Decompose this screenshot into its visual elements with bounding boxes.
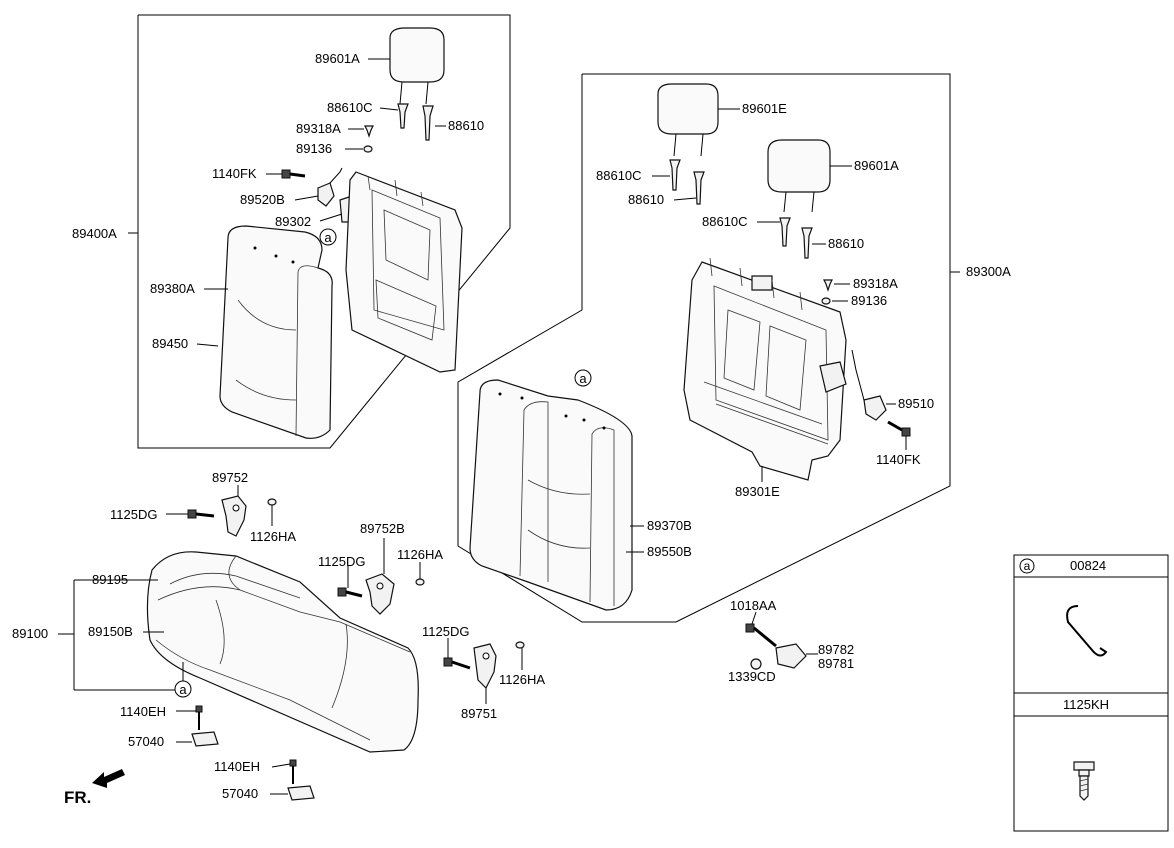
label-89150b: 89150B [88,624,133,639]
label-1126ha-2: 1126HA [397,547,443,562]
guide-88610c-r1[interactable] [669,159,681,191]
label-57040-2: 57040 [222,786,258,801]
bolt-1125dg-1[interactable] [187,509,215,519]
frame-89301e[interactable] [683,257,847,481]
bolt-1125dg-2[interactable] [337,587,363,598]
label-1125dg-1: 1125DG [110,507,157,522]
latch-89520b[interactable] [317,167,343,207]
cushion-89380a[interactable] [219,225,333,439]
callout-a-left: a [324,230,332,245]
bolt-1140eh-1[interactable] [195,705,203,730]
hook-clip-icon [1066,605,1108,657]
label-89318a-left: 89318A [296,121,341,136]
label-89752b: 89752B [360,521,405,536]
label-88610-r1: 88610 [628,192,664,207]
hinge-89752b[interactable] [365,573,395,615]
label-89301e: 89301E [735,484,780,499]
legend-code-bottom: 1125KH [1063,697,1109,712]
label-89300a: 89300A [966,264,1011,279]
front-direction-indicator: FR. [64,769,125,807]
bolt-1125dg-3[interactable] [443,657,471,670]
callout-a-seat: a [179,682,187,697]
bolt-1140fk-left[interactable] [281,169,306,179]
headrest-89601e[interactable] [657,83,719,157]
label-89550b: 89550B [647,544,692,559]
clip-89136-left[interactable] [363,145,373,153]
label-1126ha-3: 1126HA [499,672,545,687]
legend-code-top: 00824 [1070,558,1106,573]
nut-1126ha-3[interactable] [515,641,525,649]
label-89380a: 89380A [150,281,195,296]
label-89136-left: 89136 [296,141,332,156]
legend-marker: a [1024,559,1031,573]
label-89510: 89510 [898,396,934,411]
front-arrow-icon [92,769,125,788]
label-89601a-right: 89601A [854,158,899,173]
headrest-89601a-right[interactable] [767,139,831,213]
seat-cushion-89150b[interactable] [146,551,419,753]
bolt-1140fk-right[interactable] [887,420,911,437]
label-1140eh-2: 1140EH [214,759,260,774]
guide-88610-r2[interactable] [801,227,813,259]
label-88610c-left: 88610C [327,100,373,115]
nut-1126ha-1[interactable] [267,498,277,506]
headrest-89601a-left[interactable] [389,27,445,105]
label-89318a-right: 89318A [853,276,898,291]
guide-88610-r1[interactable] [693,171,705,205]
label-88610-r2: 88610 [828,236,864,251]
left-seatback-group: a [128,14,511,449]
label-1126ha-1: 1126HA [250,529,296,544]
hinge-89752[interactable] [221,495,247,537]
cushion-89370b[interactable] [469,379,633,611]
guide-88610-left[interactable] [422,105,434,141]
label-1140eh-1: 1140EH [120,704,166,719]
latch-89510[interactable] [851,349,887,421]
label-89450: 89450 [152,336,188,351]
guide-88610c-left[interactable] [397,103,409,129]
label-89400a: 89400A [72,226,117,241]
label-57040-1: 57040 [128,734,164,749]
label-89195: 89195 [92,572,128,587]
label-89601e: 89601E [742,101,787,116]
clip-89318a-left[interactable] [364,125,374,138]
clip-89318a-right[interactable] [823,279,833,292]
label-88610c-r2: 88610C [702,214,748,229]
callout-a-right: a [579,371,587,386]
clip-89136-right[interactable] [821,297,831,305]
frame-left-seatback[interactable] [345,171,463,373]
screw-1125kh-icon [1073,761,1095,801]
washer-1339cd[interactable] [750,658,762,670]
bolt-1018aa[interactable] [745,623,777,648]
label-88610c-r1: 88610C [596,168,642,183]
label-1125dg-2: 1125DG [318,554,365,569]
label-1339cd: 1339CD [728,669,776,684]
guide-88610c-r2[interactable] [779,217,791,247]
label-89782: 89782 [818,642,854,657]
striker-89782[interactable] [775,643,807,669]
label-1140fk-right: 1140FK [876,452,921,467]
label-1018aa: 1018AA [730,598,777,613]
nut-1126ha-2[interactable] [415,578,425,586]
label-89370b: 89370B [647,518,692,533]
label-1140fk-left: 1140FK [212,166,257,181]
bolt-1140eh-2[interactable] [289,759,297,784]
label-88610-left: 88610 [448,118,484,133]
bracket-57040-2[interactable] [287,785,315,801]
label-1125dg-3: 1125DG [422,624,469,639]
front-label: FR. [64,788,91,807]
label-89520b: 89520B [240,192,285,207]
label-89601a-top: 89601A [315,51,360,66]
label-89136-right: 89136 [851,293,887,308]
right-seatback-group: a [457,73,960,623]
legend-box: a 00824 1125KH [1013,554,1169,832]
hinge-89751[interactable] [473,643,497,690]
bracket-57040-1[interactable] [191,731,219,747]
label-89781: 89781 [818,656,854,671]
label-89302: 89302 [275,214,311,229]
label-89751: 89751 [461,706,497,721]
label-89752: 89752 [212,470,248,485]
label-89100: 89100 [12,626,48,641]
